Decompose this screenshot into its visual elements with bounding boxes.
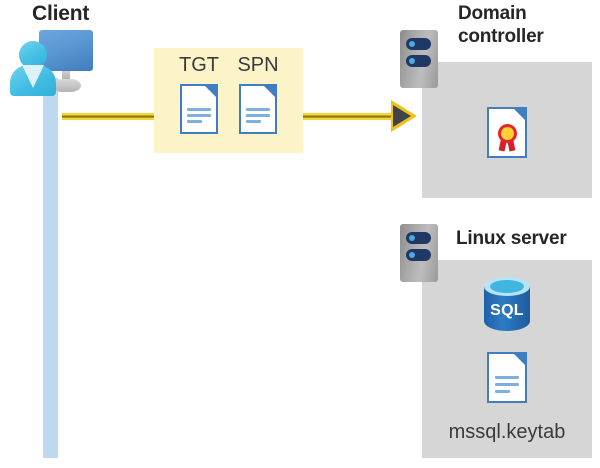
mssql-keytab-label: mssql.keytab: [448, 421, 566, 443]
linux-server-title: Linux server: [456, 228, 567, 249]
document-text-line: [495, 383, 519, 387]
flow-line-segment-1: [62, 113, 156, 120]
tgt-document-icon: [180, 84, 218, 134]
certificate-seal-inner: [501, 127, 514, 140]
certificate-icon: [487, 107, 527, 158]
arrow-head-icon: [393, 105, 411, 127]
client-title: Client: [32, 2, 90, 25]
document-text-line: [187, 120, 202, 123]
monitor-neck-icon: [62, 71, 70, 82]
document-text-line: [246, 114, 270, 117]
document-text-line: [246, 120, 261, 123]
server-led-indicator: [409, 252, 415, 258]
document-text-line: [187, 108, 211, 111]
person-head-icon: [19, 41, 47, 69]
sql-label: SQL: [490, 302, 524, 319]
linux-server-server-icon: [400, 224, 438, 282]
server-led-indicator: [409, 41, 415, 47]
sql-cylinder-top-inner: [490, 280, 524, 293]
request-arrow: [391, 100, 419, 133]
monitor-base-icon: [52, 79, 81, 92]
sql-database-icon: SQL: [484, 277, 530, 331]
spn-document-icon: [239, 84, 277, 134]
document-text-line: [246, 108, 270, 111]
monitor-screen-icon: [39, 30, 93, 71]
domain-controller-title-line1: Domain: [458, 3, 527, 24]
document-text-line: [495, 390, 510, 394]
document-text-line: [187, 114, 211, 117]
client-user-computer-icon: [8, 28, 94, 96]
document-text-line: [495, 376, 519, 380]
server-led-indicator: [409, 58, 415, 64]
person-collar-icon: [22, 65, 44, 88]
mssql-keytab-document-icon: [487, 352, 527, 403]
tgt-label: TGT: [179, 54, 219, 76]
domain-controller-title-line2: controller: [458, 26, 544, 47]
flow-line-segment-3: [286, 113, 391, 120]
domain-controller-server-icon: [400, 30, 438, 88]
client-lifeline: [43, 78, 58, 458]
server-led-indicator: [409, 235, 415, 241]
kerberos-ticket-highlight-box: TGT SPN: [154, 48, 303, 153]
spn-label: SPN: [237, 54, 279, 76]
